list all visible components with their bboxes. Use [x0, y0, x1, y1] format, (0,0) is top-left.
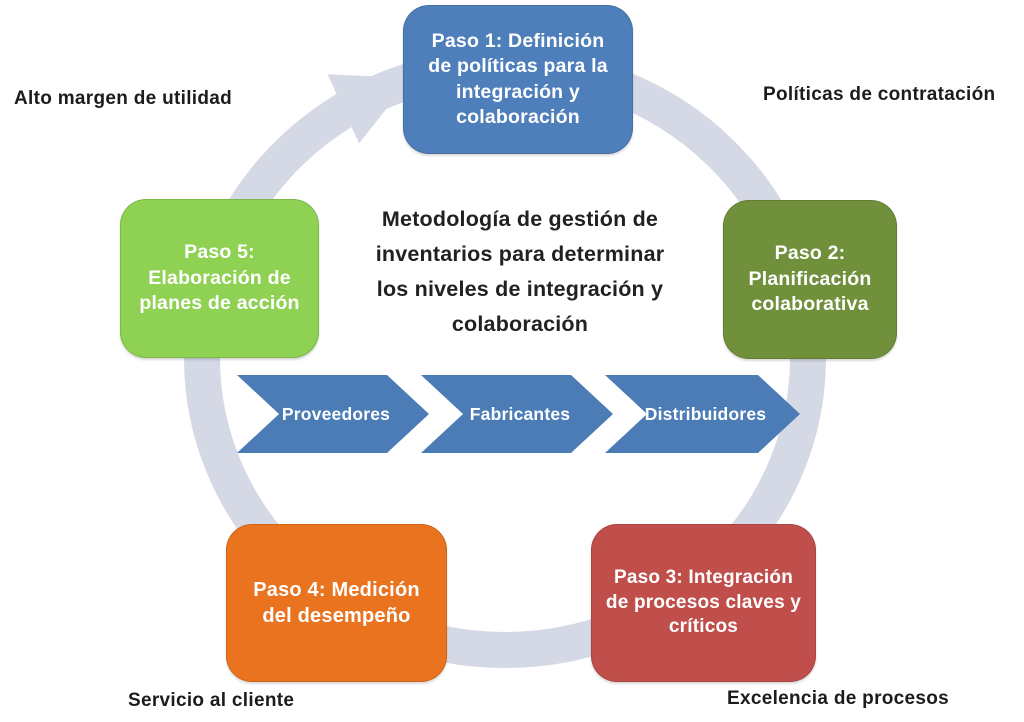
chevron-proveedores: Proveedores	[237, 375, 429, 453]
label-excelencia-procesos: Excelencia de procesos	[727, 688, 950, 709]
label-alto-margen: Alto margen de utilidad	[14, 88, 233, 109]
diagram-title: Metodología de gestión de inventarios pa…	[375, 207, 665, 336]
step-box-paso-5: Paso 5: Elaboración de planes de acción	[120, 199, 319, 358]
label-politicas-contratacion: Políticas de contratación	[763, 84, 996, 105]
step-box-paso-3: Paso 3: Integración de procesos claves y…	[591, 524, 816, 682]
label-servicio-cliente: Servicio al cliente	[128, 690, 295, 711]
cycle-arrowhead-icon	[327, 74, 411, 144]
step-box-paso-1: Paso 1: Definición de políticas para la …	[403, 5, 633, 154]
chevron-fabricantes: Fabricantes	[421, 375, 613, 453]
step-box-paso-2: Paso 2: Planificación colaborativa	[723, 200, 897, 359]
step-box-paso-4: Paso 4: Medición del desempeño	[226, 524, 447, 682]
